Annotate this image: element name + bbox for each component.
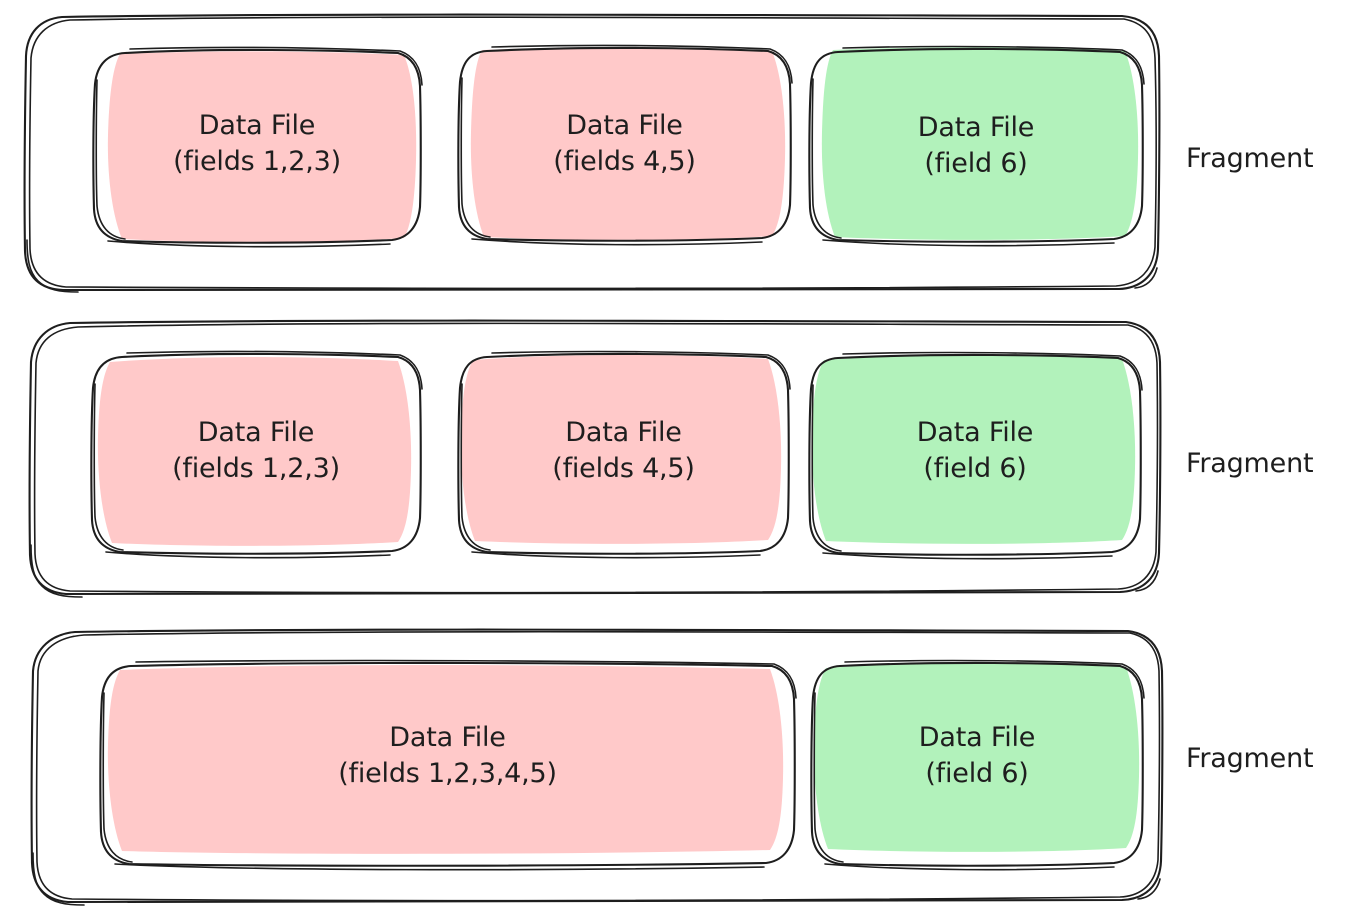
data-file-line1: Data File	[389, 722, 506, 753]
data-file-line2: (fields 4,5)	[553, 146, 696, 177]
data-file-line1: Data File	[566, 110, 683, 141]
data-file-label-1-1: Data File (fields 1,2,3)	[94, 108, 420, 180]
data-file-line1: Data File	[565, 417, 682, 448]
data-file-line1: Data File	[197, 417, 315, 448]
data-file-line1: Data File	[917, 112, 1035, 143]
data-file-label-1-2: Data File (fields 4,5)	[459, 108, 790, 180]
data-file-line2: (fields 1,2,3)	[173, 146, 341, 177]
data-file-label-3-2: Data File (field 6)	[812, 720, 1142, 792]
data-file-label-2-2: Data File (fields 4,5)	[459, 415, 788, 487]
data-file-label-2-1: Data File (fields 1,2,3)	[92, 415, 420, 487]
data-file-line1: Data File	[916, 417, 1034, 448]
fragment-label-1: Fragment	[1186, 143, 1314, 174]
data-file-line2: (field 6)	[923, 453, 1027, 484]
data-file-label-2-3: Data File (field 6)	[810, 415, 1140, 487]
data-file-label-3-1: Data File (fields 1,2,3,4,5)	[101, 720, 794, 792]
data-file-line2: (field 6)	[925, 758, 1029, 789]
data-file-line2: (fields 1,2,3,4,5)	[338, 758, 557, 789]
data-file-line2: (field 6)	[924, 148, 1028, 179]
data-file-line2: (fields 4,5)	[552, 453, 695, 484]
data-file-line2: (fields 1,2,3)	[172, 453, 340, 484]
data-file-line1: Data File	[198, 110, 316, 141]
fragment-label-3: Fragment	[1186, 743, 1314, 774]
fragment-label-2: Fragment	[1186, 448, 1314, 479]
data-file-label-1-3: Data File (field 6)	[810, 110, 1142, 182]
data-file-line1: Data File	[918, 722, 1036, 753]
